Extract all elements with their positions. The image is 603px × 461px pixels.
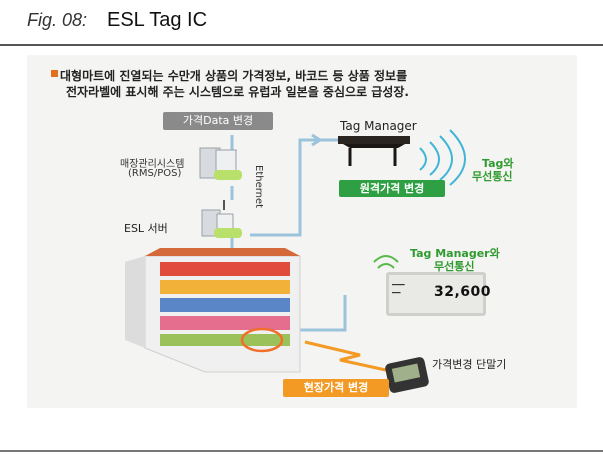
handheld-label: 가격변경 단말기 xyxy=(432,358,507,371)
ethernet-label: Ethernet xyxy=(253,165,264,209)
highlight-circle xyxy=(240,327,284,353)
wireless-waves-icon xyxy=(419,129,466,186)
manager-wireless-sublabel: 무선통신 xyxy=(434,260,475,273)
esl-server-icon xyxy=(201,200,242,238)
tag-manager-label: Tag Manager xyxy=(340,119,417,133)
manager-wireless-label: Tag Manager와 xyxy=(410,247,500,260)
server-tower-icon xyxy=(199,147,242,180)
price-data-change-label: 가격Data 변경 xyxy=(163,112,273,130)
remote-price-change-badge: 원격가격 변경 xyxy=(339,180,445,197)
store-system-label: 매장관리시스템 xyxy=(120,159,185,170)
note-line-2: 전자라벨에 표시해 주는 시스템으로 유럽과 일본을 중심으로 급성장. xyxy=(66,85,409,99)
diagram-panel xyxy=(27,55,577,408)
note-line-1: 대형마트에 진열되는 수만개 상품의 가격정보, 바코드 등 상품 정보를 xyxy=(60,69,408,83)
store-system-sublabel: (RMS/POS) xyxy=(128,168,182,179)
figure-number: Fig. 08: xyxy=(27,10,88,30)
tag-signal-icon xyxy=(373,255,399,269)
esl-server-label: ESL 서버 xyxy=(124,222,168,235)
price-tag-detail: ━━━━━ xyxy=(392,281,405,297)
header-divider xyxy=(0,44,603,46)
esl-price-tag xyxy=(386,272,486,316)
tag-wireless-sublabel: 무선통신 xyxy=(472,170,513,183)
footer-divider xyxy=(0,450,603,452)
onsite-price-change-badge: 현장가격 변경 xyxy=(283,379,389,397)
display-shelf-icon xyxy=(125,248,301,373)
price-tag-value: 32,600 xyxy=(434,284,492,300)
tag-manager-icon xyxy=(338,136,410,166)
figure-title: ESL Tag IC xyxy=(107,9,208,31)
lightning-icon xyxy=(304,340,396,374)
ethernet-arrowhead xyxy=(311,133,323,147)
bullet-icon xyxy=(51,70,58,77)
tag-wireless-label: Tag와 xyxy=(482,157,514,170)
